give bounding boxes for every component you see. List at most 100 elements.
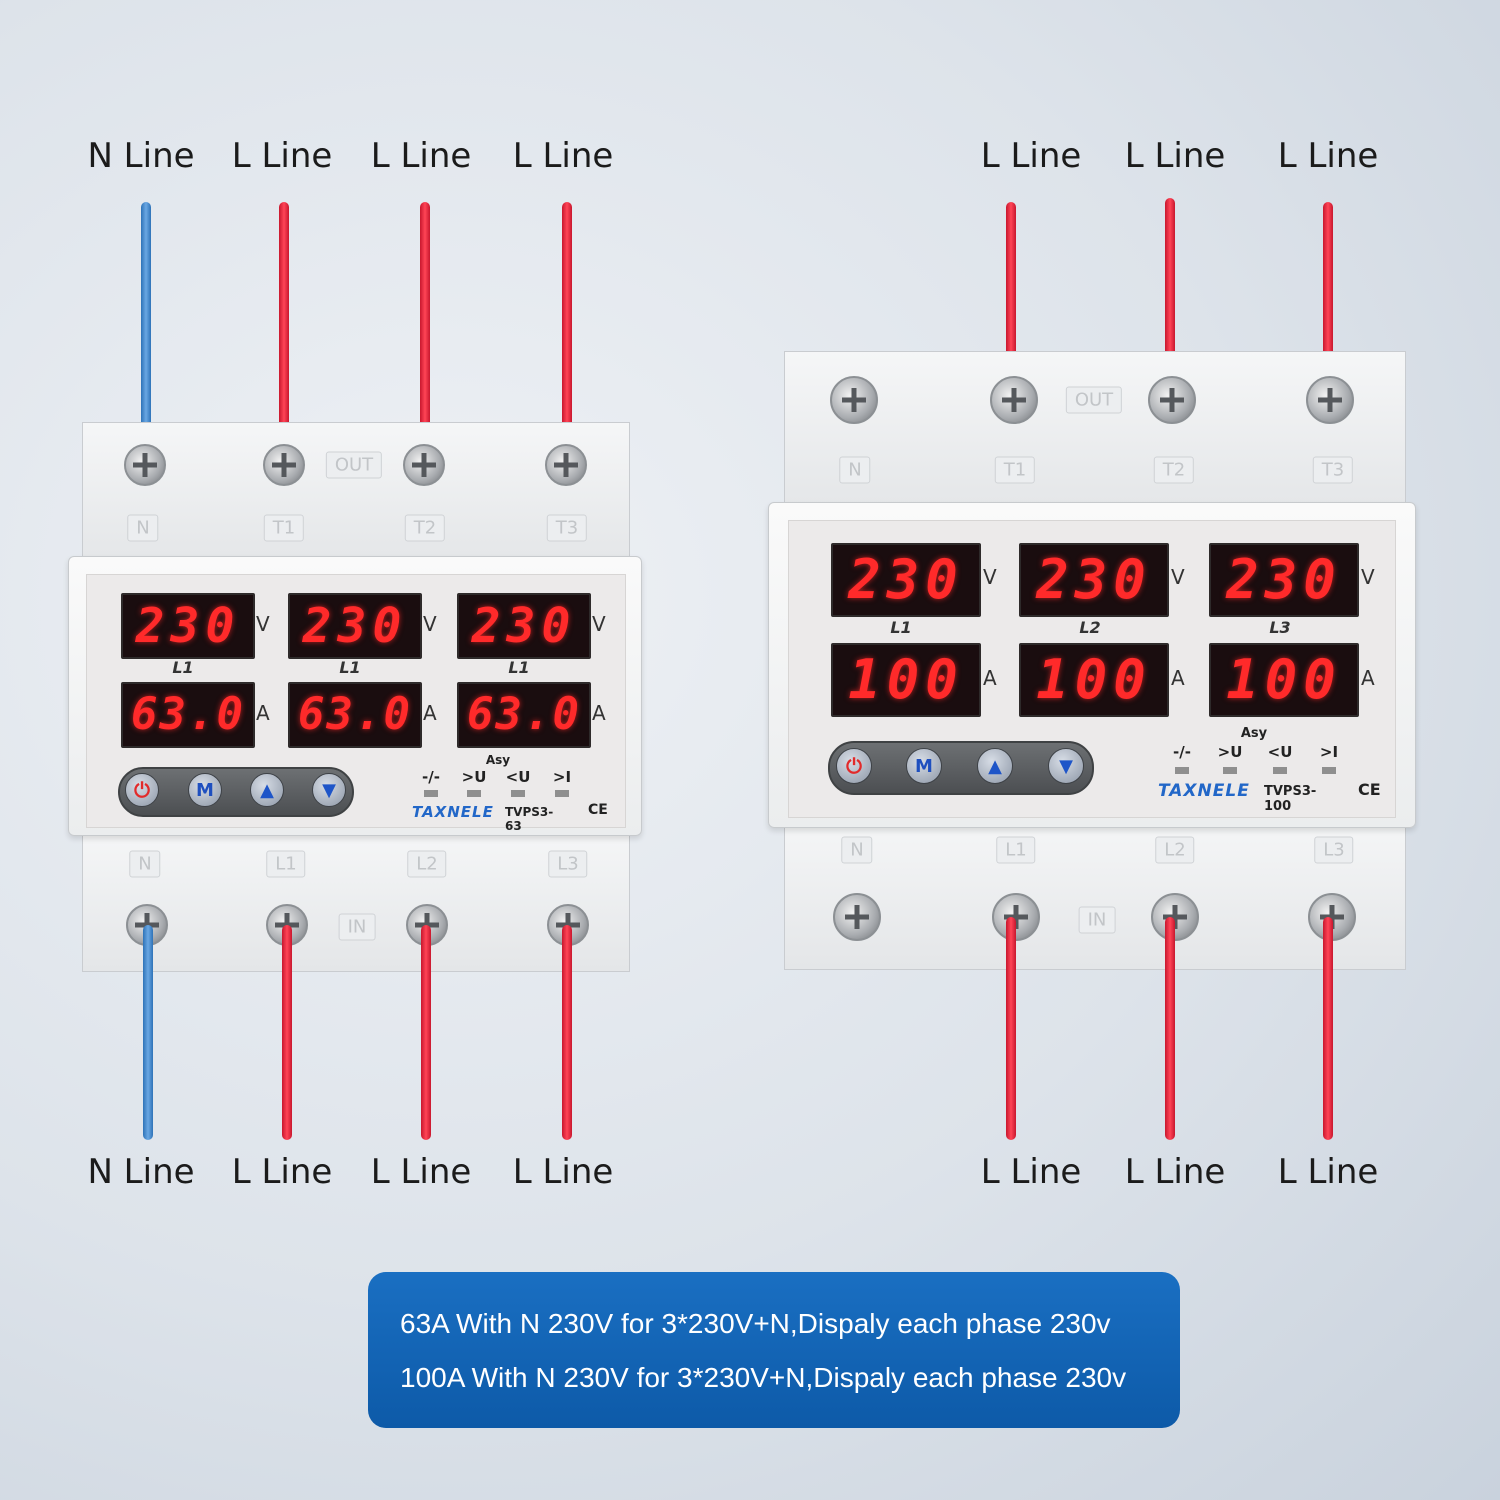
left-device-top-housing — [82, 422, 630, 564]
left-ind-label-switch: -/- — [422, 768, 440, 786]
right-asy-label: Asy — [1240, 726, 1268, 741]
right-top-label-l1: L Line — [980, 136, 1082, 176]
left-top-live-wire-2 — [420, 202, 430, 464]
right-voltage-unit-3: V — [1361, 565, 1375, 589]
left-screw-top-t3[interactable] — [545, 444, 587, 486]
left-up-button[interactable]: ▲ — [250, 773, 284, 807]
left-in-tag: IN — [338, 913, 376, 941]
right-top-live-wire-2 — [1165, 198, 1175, 400]
left-voltage-display-3: 230 — [457, 593, 591, 659]
right-voltage-unit-2: V — [1171, 565, 1185, 589]
right-screw-top-t1[interactable] — [990, 376, 1038, 424]
left-asy-label: Asy — [485, 753, 511, 767]
right-phase-label-1: L1 — [890, 618, 912, 637]
left-power-button[interactable]: ⏻ — [125, 773, 159, 807]
left-current-unit-3: A — [592, 701, 606, 725]
right-led-overcurrent — [1322, 767, 1336, 774]
right-power-button[interactable]: ⏻ — [836, 748, 872, 784]
right-screw-bottom-l2[interactable] — [1151, 893, 1199, 941]
right-phase-label-2: L2 — [1079, 618, 1101, 637]
left-bottom-live-wire-1 — [282, 925, 292, 1140]
right-in-tag: IN — [1078, 906, 1116, 934]
left-terminal-t1: T1 — [263, 514, 305, 542]
triangle-down-icon: ▼ — [322, 779, 336, 801]
left-top-live-wire-3 — [562, 202, 572, 464]
right-led-undervolt — [1273, 767, 1287, 774]
left-terminal-bottom-n: N — [129, 850, 161, 878]
right-bottom-live-wire-3 — [1323, 917, 1333, 1140]
left-down-button[interactable]: ▼ — [312, 773, 346, 807]
left-current-unit-2: A — [423, 701, 437, 725]
right-current-unit-1: A — [983, 666, 997, 690]
left-bottom-label-l1: L Line — [231, 1152, 333, 1192]
right-terminal-bottom-l2: L2 — [1155, 836, 1195, 864]
right-up-button[interactable]: ▲ — [977, 748, 1013, 784]
left-current-unit-1: A — [256, 701, 270, 725]
right-mode-button[interactable]: M — [906, 748, 942, 784]
left-ind-label-overcurrent: >I — [552, 768, 572, 786]
left-top-live-wire-1 — [279, 202, 289, 464]
right-bottom-label-l1: L Line — [980, 1152, 1082, 1192]
right-led-overvolt — [1223, 767, 1237, 774]
right-screw-top-n[interactable] — [830, 376, 878, 424]
left-voltage-display-2: 230 — [288, 593, 422, 659]
left-bottom-neutral-wire — [143, 925, 153, 1140]
right-voltage-display-2: 230 — [1019, 543, 1169, 617]
right-ind-label-overcurrent: >I — [1319, 743, 1339, 761]
left-brand-logo: TAXNELE — [412, 803, 494, 821]
power-icon: ⏻ — [134, 778, 150, 802]
left-top-label-l2: L Line — [370, 136, 472, 176]
right-out-tag: OUT — [1065, 386, 1123, 414]
right-screw-bottom-n[interactable] — [833, 893, 881, 941]
right-terminal-t1: T1 — [994, 456, 1036, 484]
left-top-label-n: N Line — [87, 136, 195, 176]
left-ce-mark: CE — [588, 802, 608, 818]
right-bottom-label-l3: L Line — [1277, 1152, 1379, 1192]
left-bottom-label-n: N Line — [87, 1152, 195, 1192]
right-terminal-t2: T2 — [1153, 456, 1195, 484]
left-terminal-bottom-l1: L1 — [266, 850, 306, 878]
left-terminal-bottom-l2: L2 — [407, 850, 447, 878]
right-screw-top-t2[interactable] — [1148, 376, 1196, 424]
right-screw-bottom-l1[interactable] — [992, 893, 1040, 941]
caption-line-1: 63A With N 230V for 3*230V+N,Dispaly eac… — [400, 1308, 1111, 1339]
left-led-switch — [424, 790, 438, 797]
right-device-bottom-housing — [784, 818, 1406, 970]
left-screw-top-t1[interactable] — [263, 444, 305, 486]
right-ind-label-undervolt: <U — [1267, 743, 1293, 761]
right-down-button[interactable]: ▼ — [1048, 748, 1084, 784]
left-top-label-l1: L Line — [231, 136, 333, 176]
right-ind-label-switch: -/- — [1173, 743, 1191, 761]
left-bottom-live-wire-2 — [421, 925, 431, 1140]
right-bottom-live-wire-2 — [1165, 917, 1175, 1140]
right-bottom-label-l2: L Line — [1124, 1152, 1226, 1192]
right-led-switch — [1175, 767, 1189, 774]
left-model-number: TVPS3-63 — [505, 805, 554, 833]
right-top-label-l3: L Line — [1277, 136, 1379, 176]
left-screw-top-n[interactable] — [124, 444, 166, 486]
caption-box: 63A With N 230V for 3*230V+N,Dispaly eac… — [368, 1272, 1180, 1428]
right-phase-label-3: L3 — [1269, 618, 1291, 637]
triangle-up-icon: ▲ — [988, 755, 1002, 777]
right-ind-label-overvolt: >U — [1217, 743, 1243, 761]
left-voltage-unit-2: V — [423, 612, 437, 636]
right-current-display-3: 100 — [1209, 643, 1359, 717]
right-terminal-bottom-n: N — [841, 836, 873, 864]
left-led-overvolt — [467, 790, 481, 797]
left-screw-top-t2[interactable] — [403, 444, 445, 486]
right-terminal-bottom-l3: L3 — [1314, 836, 1354, 864]
left-current-display-2: 63.0 — [288, 682, 422, 748]
left-led-undervolt — [511, 790, 525, 797]
triangle-up-icon: ▲ — [260, 779, 274, 801]
right-ce-mark: CE — [1358, 780, 1381, 799]
right-top-label-l2: L Line — [1124, 136, 1226, 176]
right-voltage-display-3: 230 — [1209, 543, 1359, 617]
right-screw-top-t3[interactable] — [1306, 376, 1354, 424]
left-voltage-unit-3: V — [592, 612, 606, 636]
right-current-display-1: 100 — [831, 643, 981, 717]
left-current-display-3: 63.0 — [457, 682, 591, 748]
triangle-down-icon: ▼ — [1059, 755, 1073, 777]
right-terminal-bottom-l1: L1 — [996, 836, 1036, 864]
left-voltage-display-1: 230 — [121, 593, 255, 659]
left-mode-button[interactable]: M — [188, 773, 222, 807]
